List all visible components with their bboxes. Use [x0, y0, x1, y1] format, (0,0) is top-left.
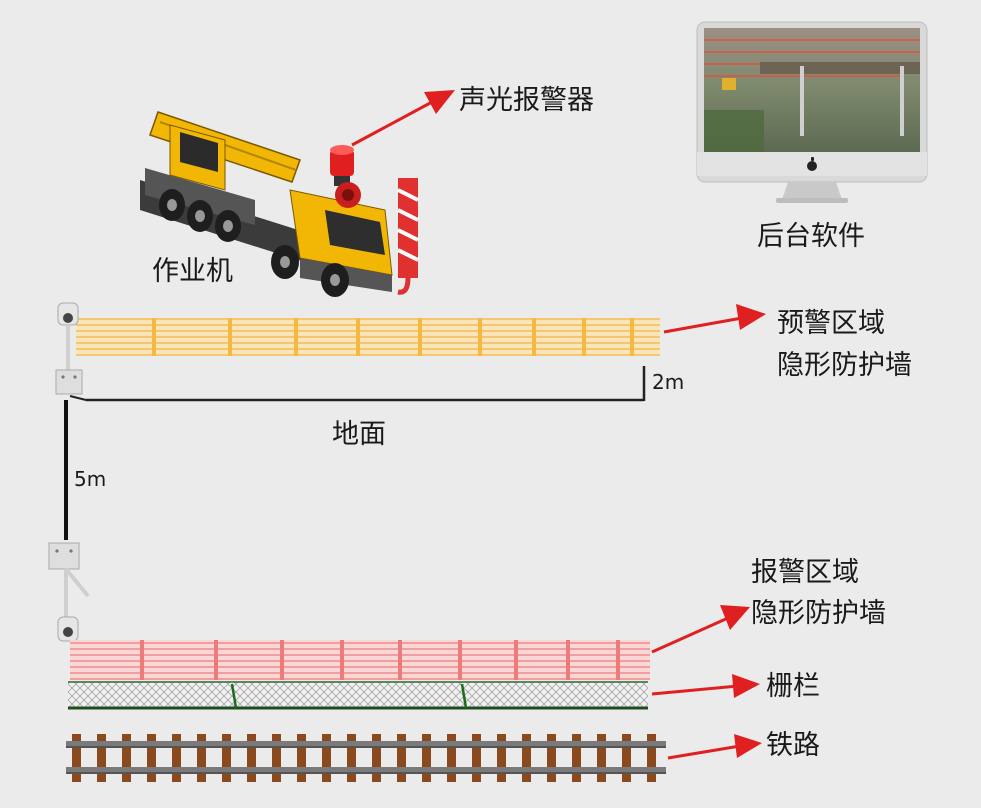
- arrow-fence: [652, 674, 760, 698]
- ground-label: 地面: [332, 418, 386, 452]
- backend-software-label: 后台软件: [757, 220, 865, 254]
- warning-zone-label-line1: 预警区域: [777, 307, 885, 341]
- height-5m-label: 5m: [74, 467, 106, 491]
- alarm-zone-wall: [70, 640, 650, 680]
- ground-line: [70, 366, 644, 401]
- fence-label: 栅栏: [766, 670, 820, 704]
- camera-icon: [58, 617, 78, 641]
- arrow-alarm-zone: [652, 605, 750, 652]
- arrow-alarm-device: [352, 90, 455, 145]
- camera-icon: [58, 303, 78, 370]
- alarm-zone-label-line2: 隐形防护墙: [751, 597, 886, 631]
- alarm-device-label: 声光报警器: [459, 84, 594, 118]
- arrow-warning-zone: [664, 304, 766, 332]
- monitor-icon: [697, 22, 927, 203]
- height-2m-label: 2m: [652, 370, 684, 394]
- railway-track: [66, 734, 666, 782]
- bracket-icon: [56, 370, 82, 394]
- railway-label: 铁路: [766, 729, 820, 763]
- beacon-icon: [330, 145, 361, 208]
- arrow-railway: [668, 734, 762, 758]
- fence: [68, 682, 648, 708]
- warning-zone-label-line2: 隐形防护墙: [777, 349, 912, 383]
- warning-zone-wall: [76, 318, 660, 356]
- alarm-zone-label-line1: 报警区域: [751, 556, 859, 590]
- bracket-icon: [49, 543, 88, 617]
- work-machine-label: 作业机: [152, 255, 233, 289]
